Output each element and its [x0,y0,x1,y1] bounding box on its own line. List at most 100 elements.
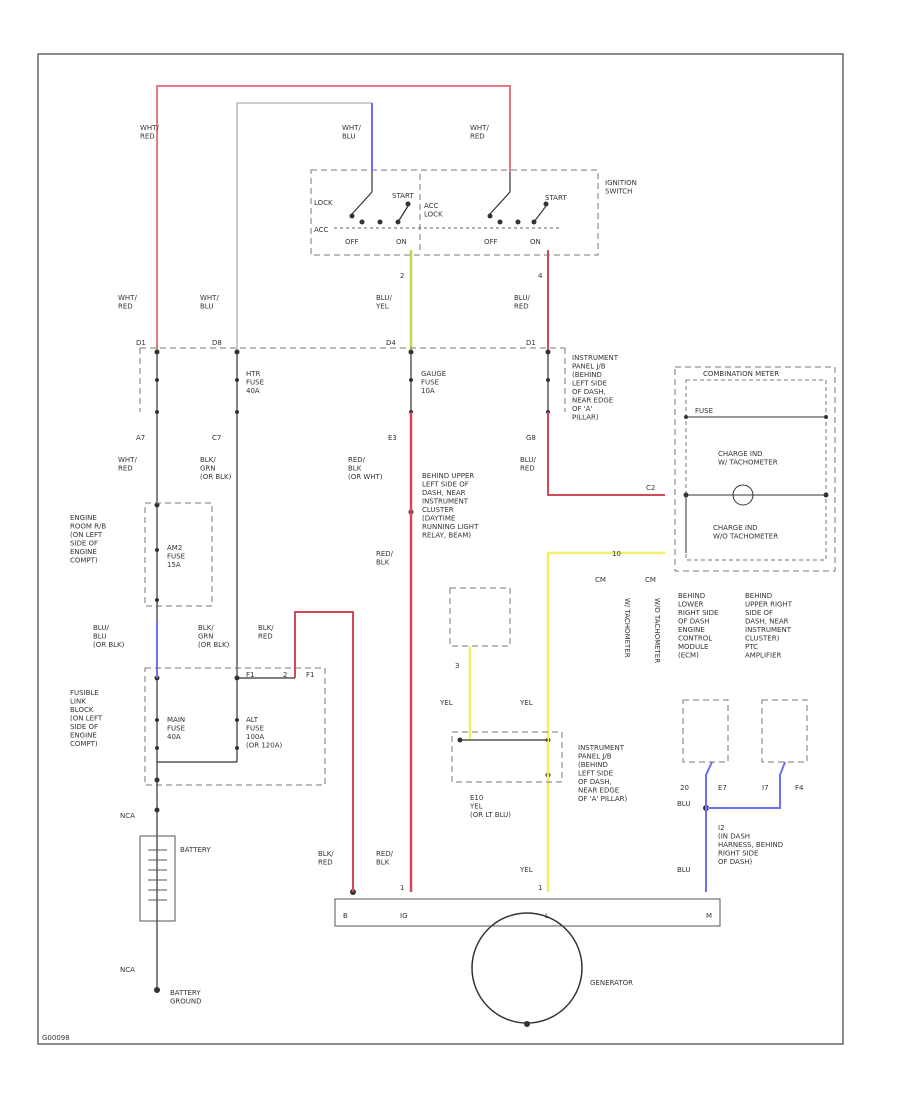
wire-blu-ptc [706,761,786,809]
label-battery: BATTERY [180,846,211,854]
label-wht-red-top: WHT/RED [470,124,489,141]
label-pin-g8: G8 [526,434,536,442]
label-wht-red-mid: WHT/RED [118,294,137,311]
diagram-frame [37,53,844,1045]
engine-room-rb-box [144,502,213,607]
label-connector-d1: D1 [136,339,146,347]
ip-jb-lower-box [451,731,563,783]
generator-terminal-bar [334,898,721,927]
label-combination-meter: COMBINATION METER [703,370,779,378]
label-connector-c2: C2 [646,484,655,492]
label-blk-red-mid: BLK/RED [258,624,274,641]
battery-body [139,835,176,922]
label-wht-blu-top: WHT/BLU [342,124,361,141]
label-connector-d1b: D1 [526,339,536,347]
label-pin3: 3 [455,662,459,670]
wire-blu-ecm [705,761,713,892]
label-blu-yel: BLU/YEL [375,294,392,311]
label-off1: OFF [345,238,359,246]
ignition-switch-contacts [334,172,560,229]
ecm-box [682,699,729,763]
wire-wht-red-top [156,85,511,352]
label-on1: ON [396,238,407,246]
label-cm2: CM [645,576,656,584]
label-pin-f1b: F1 [306,671,314,679]
label-red-blk-mid: RED/BLK [376,550,394,567]
label-pin-f4: F4 [795,784,804,792]
label-acc-left: ACC [314,226,329,234]
label-nca2: NCA [120,966,135,974]
combination-meter-box [674,366,836,572]
label-start-left: START [392,192,414,200]
label-pin-20: 20 [680,784,689,792]
drl-relay-box [449,587,511,647]
label-pin-e7: E7 [718,784,727,792]
label-gen-m: M [706,912,712,920]
label-gen-l: L [545,912,549,920]
generator-body [471,912,583,1024]
label-pin-2: 2 [283,671,287,679]
label-pin-i7: I7 [762,784,769,792]
label-connector-d4: D4 [386,339,396,347]
label-blu-a: BLU [677,800,690,808]
label-connector-d8: D8 [212,339,222,347]
combination-meter-inner [685,379,827,561]
label-gen-ig: IG [400,912,408,920]
label-blu-b: BLU [677,866,690,874]
label-pin-1b: 1 [538,884,542,892]
label-yel1: YEL [439,699,453,707]
wire-blk-red-to-generator [294,611,354,892]
label-blk-red-low: BLK/RED [318,850,334,867]
label-pin4: 4 [538,272,543,280]
ptc-amplifier-box [761,699,808,763]
label-cm1: CM [595,576,606,584]
label-fuse-text: FUSE [695,407,713,415]
label-wht-red-low: WHT/RED [118,456,137,473]
generator-ground-dot [524,1021,530,1027]
label-gen-b: B [343,912,348,920]
label-red-blk-low: RED/BLK [376,850,394,867]
label-lock-left: LOCK [314,199,333,207]
label-wo-tach: W/O TACHOMETER [653,598,661,663]
label-on2: ON [530,238,541,246]
label-pin-f1a: F1 [246,671,254,679]
label-blu-red: BLU/RED [514,294,530,311]
combination-meter-internals [685,416,826,553]
label-generator: GENERATOR [590,979,633,987]
wire-blu-red-to-meter [547,412,665,496]
label-start-right: START [545,194,567,202]
label-pin-c7: C7 [212,434,221,442]
label-pin2: 2 [400,272,404,280]
label-pin-10: 10 [612,550,621,558]
label-red-blk-wht: RED/BLK(OR WHT) [348,456,383,481]
label-yel2: YEL [519,699,533,707]
label-footer-id: G00098 [42,1034,70,1042]
label-nca1: NCA [120,812,135,820]
battery-cells [148,849,167,901]
fusible-link-block [144,667,326,786]
label-off2: OFF [484,238,498,246]
label-pin-a7: A7 [136,434,145,442]
wire-yel-from-meter [546,551,665,892]
combination-meter-dots [683,415,829,498]
label-blu-red-low: BLU/RED [520,456,536,473]
